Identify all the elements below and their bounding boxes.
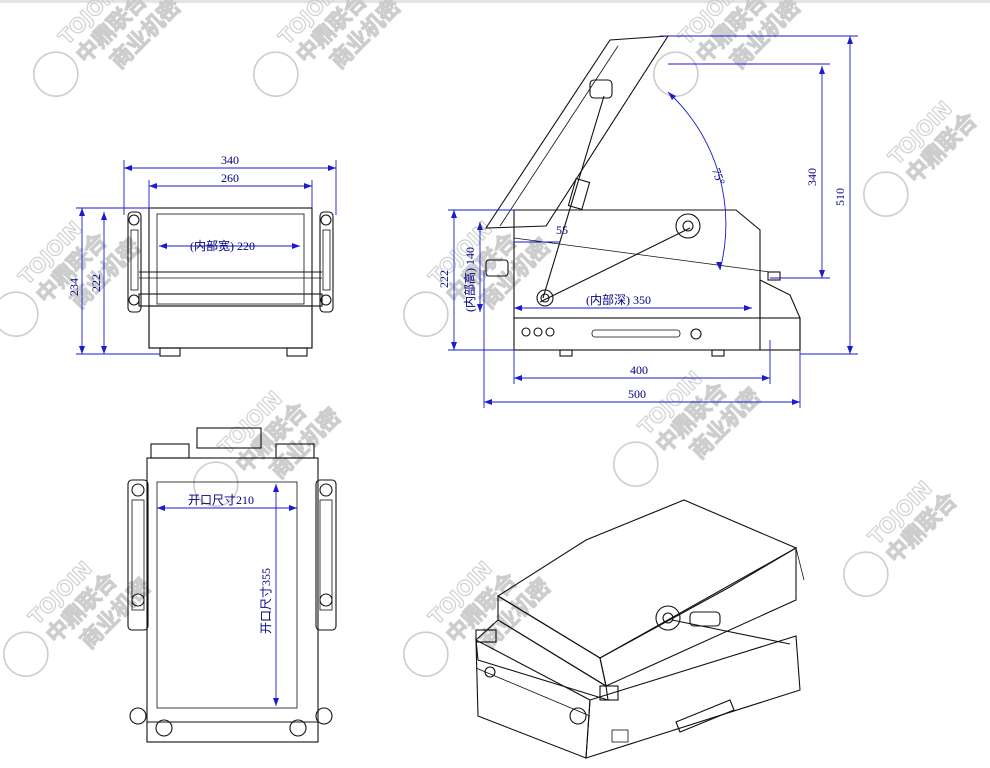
watermark-logo-icon — [863, 171, 909, 217]
dim-opening-width: 开口尺寸210 — [157, 493, 297, 511]
side-knob-icon — [675, 213, 701, 239]
watermark-logo-icon — [253, 51, 299, 97]
dim-label-opening-width: 开口尺寸210 — [188, 493, 254, 507]
dim-label-opening-length: 开口尺寸355 — [259, 568, 273, 634]
side-handle-slot — [591, 329, 681, 338]
iso-base-top — [475, 619, 609, 701]
dim-body-height: 222 — [89, 212, 107, 354]
top-view: 开口尺寸210 开口尺寸355 — [127, 427, 337, 743]
dim-interior-depth: (内部深) 350 — [514, 292, 752, 311]
watermark-11: TOJOIN 中鼎联合 商业机密 — [403, 556, 557, 677]
dim-lid-height: 340 — [668, 63, 830, 279]
dim-interior-width: (内部宽) 220 — [159, 238, 300, 253]
top-body — [146, 457, 319, 743]
dim-inner-width: 260 — [148, 171, 313, 210]
dim-label-340-side: 340 — [805, 168, 819, 186]
watermark-6: TOJOIN 中鼎联合 — [863, 96, 983, 217]
dim-side-body-height: 222 — [437, 209, 514, 351]
side-open-lid — [484, 35, 670, 229]
top-foot-icon — [129, 707, 147, 725]
top-opening — [156, 481, 298, 709]
watermark-1: TOJOIN 中鼎联合 商业机密 — [33, 0, 187, 97]
front-foot-left — [159, 347, 181, 357]
dim-label-400: 400 — [630, 363, 648, 377]
watermark-logo-icon — [613, 441, 659, 487]
top-border — [0, 0, 990, 3]
dim-label-234: 234 — [67, 278, 81, 296]
watermark-2: TOJOIN 中鼎联合 商业机密 — [253, 0, 407, 97]
front-window — [156, 213, 305, 305]
dim-opening-length: 开口尺寸355 — [259, 484, 279, 706]
side-closed-strut — [539, 213, 701, 303]
top-right-strut — [315, 479, 337, 631]
top-left-strut — [127, 479, 149, 631]
dim-label-interior-height: (内部高) 140 — [462, 247, 477, 312]
watermark-8: TOJOIN 中鼎联合 商业机密 — [613, 366, 767, 487]
dim-outer-width: 340 — [123, 153, 337, 215]
dim-strut-offset: 55 — [514, 223, 568, 243]
watermark-logo-icon — [193, 461, 239, 507]
front-right-strut — [319, 211, 334, 313]
side-body-lid — [513, 209, 761, 319]
side-gas-strut — [536, 79, 613, 307]
watermark-logo-icon — [3, 631, 49, 677]
dim-label-interior-width: (内部宽) 220 — [190, 238, 255, 253]
watermark-logo-icon — [843, 551, 889, 597]
iso-gas-strut — [655, 605, 791, 645]
dim-label-500: 500 — [628, 387, 646, 401]
front-view: 340 260 — [67, 153, 337, 357]
watermark-5: TOJOIN 中鼎联合 商业机密 — [403, 216, 557, 337]
watermark-logo-icon — [403, 291, 449, 337]
dim-base-depth: 400 — [513, 340, 771, 384]
dim-label-222-side: 222 — [437, 270, 451, 288]
watermark-logo-icon — [403, 631, 449, 677]
dim-label-angle: 75° — [709, 166, 728, 187]
watermark-10: TOJOIN 中鼎联合 商业机密 — [3, 556, 157, 677]
dim-label-55: 55 — [556, 223, 568, 237]
watermark-3: TOJOIN 中鼎联合 商业机密 — [653, 0, 807, 97]
dim-label-222: 222 — [89, 274, 103, 292]
isometric-view — [475, 499, 805, 759]
dim-open-height: 510 — [660, 35, 858, 355]
dim-interior-height: (内部高) 140 — [462, 222, 483, 312]
watermark-9: TOJOIN 中鼎联合 — [843, 476, 963, 597]
side-view: 75° 340 510 55 — [437, 35, 858, 408]
dim-label-260: 260 — [221, 171, 239, 185]
iso-handle — [675, 699, 735, 733]
iso-base-front — [475, 639, 591, 759]
side-left-knob — [485, 259, 509, 277]
side-base — [513, 317, 801, 351]
iso-power-switch — [611, 729, 629, 743]
front-foot-right — [286, 347, 308, 357]
dim-label-interior-depth: (内部深) 350 — [586, 292, 651, 307]
side-port-icon — [521, 327, 531, 337]
iso-knob-icon — [655, 605, 681, 631]
dim-label-340: 340 — [221, 153, 239, 167]
watermark-layer: TOJOIN 中鼎联合 商业机密 TOJOIN 中鼎联合 商业机密 TOJOIN… — [0, 0, 983, 677]
dim-total-depth: 500 — [483, 270, 801, 408]
front-left-strut — [127, 211, 142, 313]
watermark-logo-icon — [653, 51, 699, 97]
watermark-7: TOJOIN 中鼎联合 商业机密 — [193, 386, 347, 507]
dim-label-510: 510 — [833, 188, 847, 206]
top-hinge-block — [196, 427, 262, 449]
watermark-logo-icon — [0, 291, 39, 337]
watermark-logo-icon — [33, 51, 79, 97]
dim-angle: 75° — [667, 91, 728, 271]
dim-total-height: 234 — [67, 207, 160, 355]
